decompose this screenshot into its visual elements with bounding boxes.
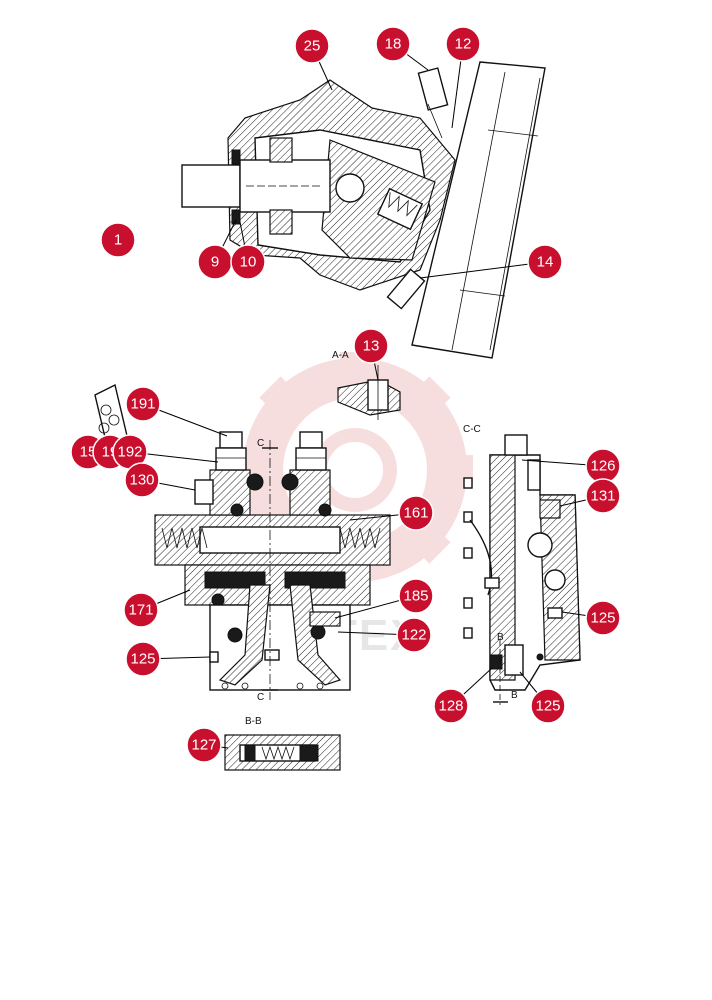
callout-1: 1 — [100, 222, 136, 258]
svg-text:131: 131 — [590, 488, 615, 505]
section-a-a-label: A-A — [332, 350, 349, 361]
fitting-right — [295, 431, 327, 471]
callout-25: 25 — [294, 28, 330, 64]
svg-text:130: 130 — [129, 472, 154, 489]
svg-text:9: 9 — [211, 254, 219, 271]
svg-text:191: 191 — [130, 396, 155, 413]
section-c-marker-top: C — [257, 438, 264, 449]
svg-text:13: 13 — [363, 338, 380, 355]
callout-18: 18 — [375, 26, 411, 62]
callout-10: 10 — [230, 244, 266, 280]
callout-125-bottom: 125 — [530, 688, 566, 724]
callout-171: 171 — [123, 592, 159, 628]
svg-text:185: 185 — [403, 588, 428, 605]
callout-161: 161 — [398, 495, 434, 531]
section-b-marker-bottom: B — [511, 690, 518, 701]
callout-9: 9 — [197, 244, 233, 280]
svg-text:25: 25 — [304, 38, 321, 55]
section-c-marker-bottom: C — [257, 692, 264, 703]
svg-text:125: 125 — [590, 610, 615, 627]
callout-131: 131 — [585, 478, 621, 514]
callout-128: 128 — [433, 688, 469, 724]
side-pins — [463, 477, 473, 639]
svg-text:14: 14 — [537, 254, 554, 271]
callout-191: 191 — [125, 386, 161, 422]
motor-cross-section — [181, 61, 546, 359]
svg-text:128: 128 — [438, 698, 463, 715]
svg-text:18: 18 — [385, 36, 402, 53]
control-valve-body: C C — [154, 431, 391, 703]
section-b-marker-top: B — [497, 632, 504, 643]
svg-text:122: 122 — [401, 627, 426, 644]
callout-13: 13 — [353, 328, 389, 364]
svg-text:192: 192 — [117, 444, 142, 461]
callout-14: 14 — [527, 244, 563, 280]
svg-text:171: 171 — [128, 602, 153, 619]
section-b-b: B-B — [224, 716, 341, 771]
section-c-c: C-C B B — [463, 424, 581, 705]
callout-125-right: 125 — [585, 600, 621, 636]
callout-12: 12 — [445, 26, 481, 62]
section-c-c-label: C-C — [463, 424, 481, 435]
svg-text:10: 10 — [240, 254, 257, 271]
svg-text:125: 125 — [130, 651, 155, 668]
callout-126: 126 — [585, 448, 621, 484]
piston-spring — [376, 187, 424, 231]
fitting-left — [215, 431, 247, 471]
svg-text:12: 12 — [455, 36, 472, 53]
port-plate — [411, 61, 546, 359]
bottom-ports — [221, 682, 324, 690]
callout-185: 185 — [398, 578, 434, 614]
plug-14 — [386, 268, 426, 310]
svg-text:125: 125 — [535, 698, 560, 715]
svg-text:126: 126 — [590, 458, 615, 475]
svg-text:127: 127 — [191, 737, 216, 754]
svg-text:161: 161 — [403, 505, 428, 522]
section-b-b-label: B-B — [245, 716, 262, 727]
callout-127: 127 — [186, 727, 222, 763]
callout-122: 122 — [396, 617, 432, 653]
callout-192: 192 — [112, 434, 148, 470]
svg-text:1: 1 — [114, 232, 122, 249]
callout-130: 130 — [124, 462, 160, 498]
bolt-18 — [417, 67, 449, 139]
drive-shaft — [181, 159, 331, 213]
svg-text:15: 15 — [80, 444, 97, 461]
callout-125-left: 125 — [125, 641, 161, 677]
